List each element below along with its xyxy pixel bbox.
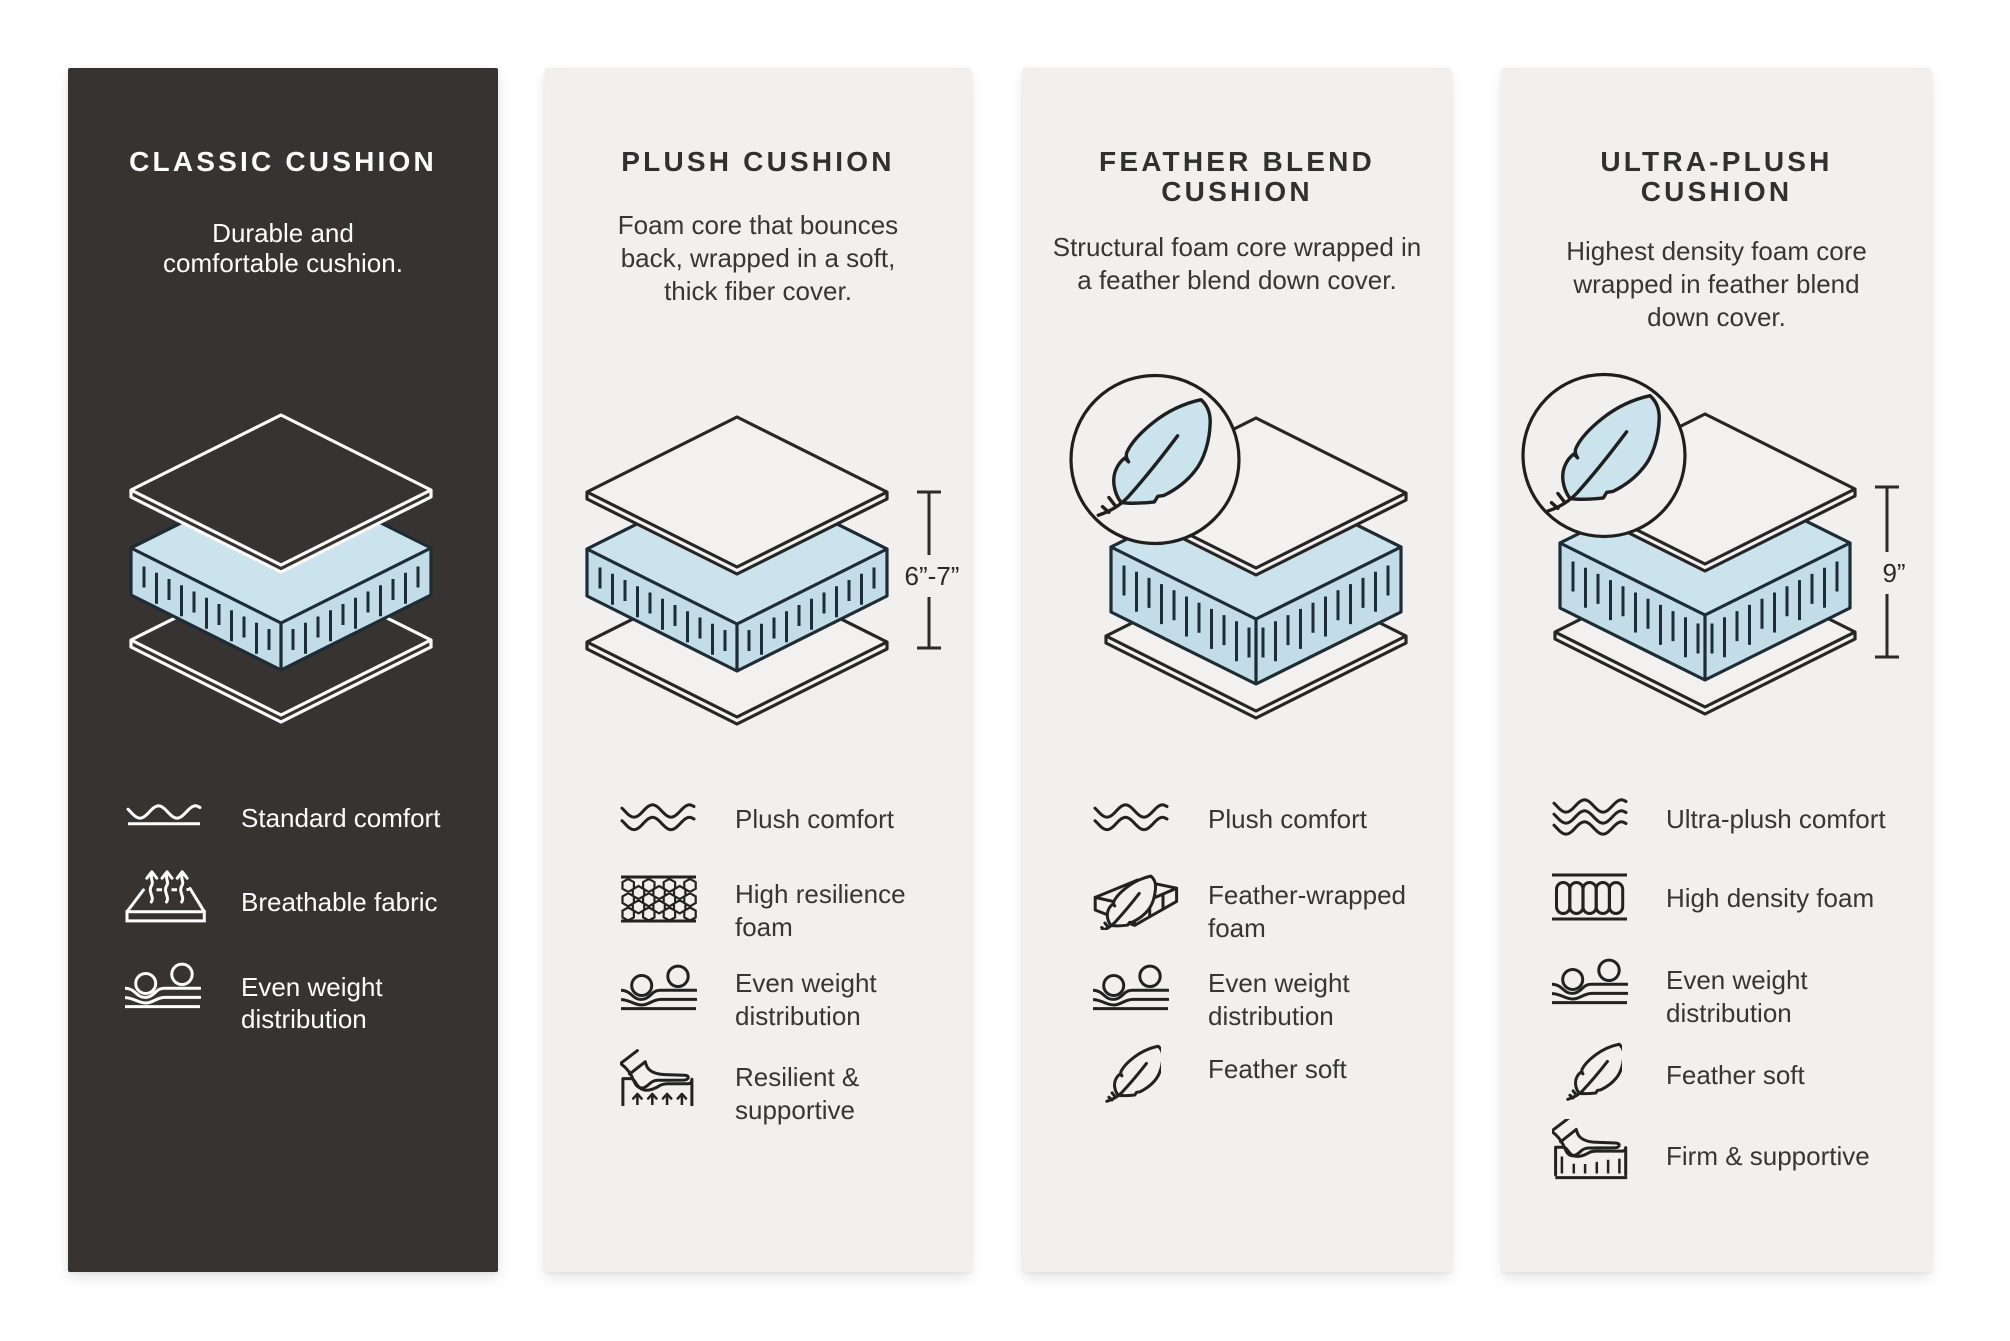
svg-text:9”: 9” (1882, 558, 1905, 588)
svg-text:6”-7”: 6”-7” (905, 561, 960, 591)
